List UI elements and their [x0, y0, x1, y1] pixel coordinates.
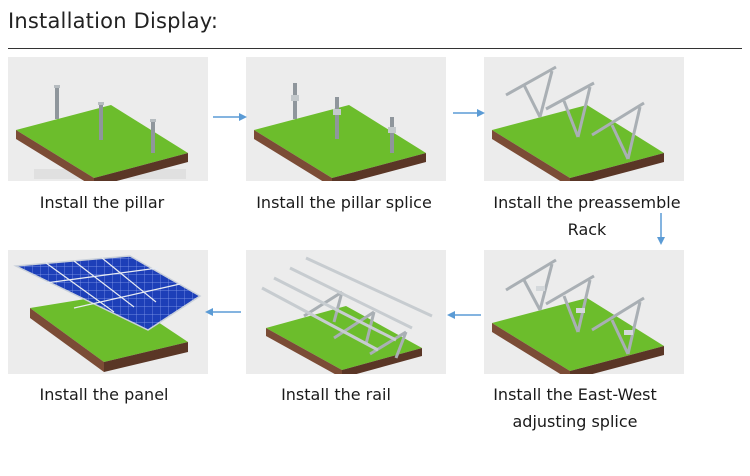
step-label-pillar-splice: Install the pillar splice	[256, 193, 432, 212]
step-image-pillar-splice	[246, 57, 446, 181]
step-label-panel: Install the panel	[39, 385, 169, 404]
step-label-rail: Install the rail	[281, 385, 391, 404]
step-image-panel	[8, 250, 208, 374]
step-image-east-west-splice	[484, 250, 684, 374]
step-label-pillar: Install the pillar	[39, 193, 165, 212]
page-title: Installation Display:	[8, 9, 219, 33]
arrow-left-icon	[447, 311, 481, 319]
arrow-left-icon	[205, 308, 241, 316]
arrow-right-icon	[213, 113, 247, 121]
step-image-pillar	[8, 57, 208, 181]
arrow-right-icon	[453, 109, 485, 117]
step-label-east-west-splice: Install the East-West adjusting splice	[493, 385, 657, 431]
step-image-rail	[246, 250, 446, 374]
arrow-down-icon	[657, 213, 665, 245]
step-label-preassemble-rack: Install the preassemble Rack	[493, 193, 681, 239]
title-divider	[8, 48, 742, 49]
step-image-preassemble-rack	[484, 57, 684, 181]
